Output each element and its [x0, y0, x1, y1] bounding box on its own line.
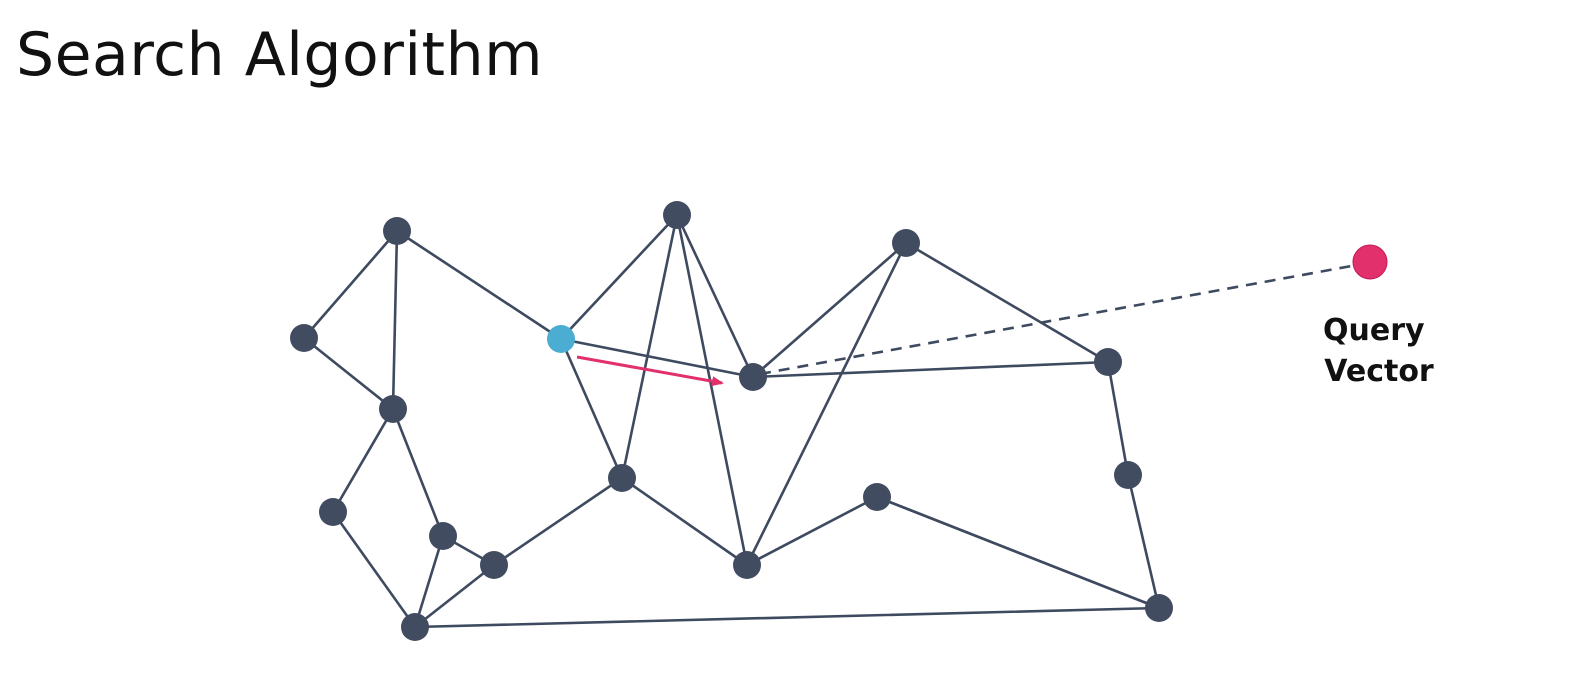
query-vector-node [1352, 244, 1388, 280]
graph-node [290, 324, 318, 352]
slide-title: Search Algorithm [16, 20, 544, 90]
query-label-line-1: Query [1323, 313, 1425, 348]
query-distance-line [759, 263, 1358, 376]
search-step-arrow [576, 355, 724, 387]
graph-node [663, 201, 691, 229]
graph-edge [1126, 473, 1161, 610]
graph-edge [391, 229, 399, 411]
graph-edge [1106, 360, 1130, 477]
graph-node [733, 551, 761, 579]
graph-edge [492, 476, 624, 567]
graph-edge [675, 213, 755, 379]
graph-edge [620, 213, 679, 480]
graph-edge [904, 241, 1110, 364]
graph-node [383, 217, 411, 245]
query-vector-label: Query Vector [1323, 313, 1435, 389]
graph-node [1145, 594, 1173, 622]
graph-edge [875, 495, 1161, 610]
graph-edge [559, 213, 679, 341]
graph-edge [751, 360, 1110, 379]
graph-edge [331, 407, 395, 514]
graph-edge [302, 336, 395, 411]
graph-edge [331, 510, 417, 629]
graph-edge [745, 241, 908, 567]
graph-node [401, 613, 429, 641]
graph-edge [675, 213, 749, 567]
graph-edge [745, 495, 879, 567]
graph-node [863, 483, 891, 511]
graph-node [379, 395, 407, 423]
query-label-line-2: Vector [1324, 354, 1434, 389]
graph-edge [413, 563, 496, 629]
graph-edge [391, 407, 445, 538]
graph-edge [559, 337, 624, 480]
entry-point-node [547, 325, 575, 353]
graph-edge [751, 241, 908, 379]
graph-edge [413, 606, 1161, 629]
graph-node [608, 464, 636, 492]
graph-nodes [290, 201, 1173, 641]
graph-node [1094, 348, 1122, 376]
graph-edge [620, 476, 749, 567]
graph-edge [559, 337, 755, 379]
current-node [739, 363, 767, 391]
graph-node [480, 551, 508, 579]
graph-node [429, 522, 457, 550]
graph-edge [302, 229, 399, 340]
graph-edge [395, 229, 563, 341]
graph-node [1114, 461, 1142, 489]
graph-node [892, 229, 920, 257]
graph-node [319, 498, 347, 526]
graph-edges [302, 213, 1161, 629]
graph-edge [413, 534, 445, 629]
